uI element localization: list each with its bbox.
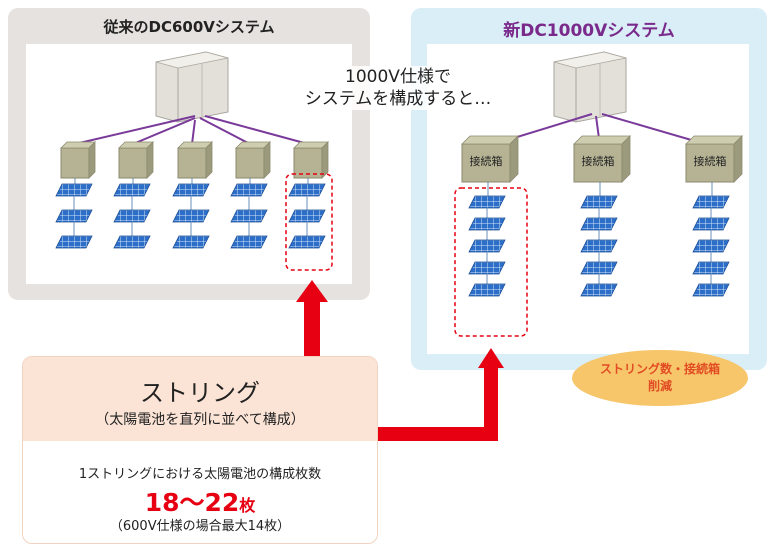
old-pv-strings [56, 184, 325, 248]
new-string-drops [487, 182, 713, 196]
red-arrows [296, 280, 504, 441]
old-string-highlight [285, 173, 333, 271]
new-system-title: 新DC1000Vシステム [503, 21, 675, 41]
string-info-box: ストリング （太陽電池を直列に並べて構成） 1ストリングにおける太陽電池の構成枚… [22, 356, 378, 544]
old-system-title: 従来のDC600Vシステム [103, 18, 275, 36]
panel-count-label: 1ストリングにおける太陽電池の構成枚数 [78, 467, 322, 482]
old-wiring [74, 115, 309, 145]
comparison-caption: 1000V仕様で システムを構成すると… [278, 66, 518, 110]
string-info-header [23, 357, 377, 441]
old-string-drops [74, 178, 309, 184]
junction-box-label: 接続箱 [694, 154, 727, 168]
new-pv-strings [469, 196, 729, 296]
reduction-badge: ストリング数・接続箱 削減 [572, 350, 748, 406]
string-subtitle: （太陽電池を直列に並べて構成） [95, 412, 305, 428]
junction-box-label: 接続箱 [470, 154, 503, 168]
new-pcs-unit [553, 51, 627, 123]
string-title: ストリング [140, 379, 260, 407]
panel-count-value: 18〜22枚 [144, 488, 256, 517]
new-string-highlight [454, 187, 528, 337]
panel-count-note: （600V仕様の場合最大14枚） [109, 519, 291, 534]
old-junction-boxes [60, 141, 329, 179]
junction-box-label: 接続箱 [582, 154, 615, 168]
old-pcs-unit [155, 51, 229, 123]
